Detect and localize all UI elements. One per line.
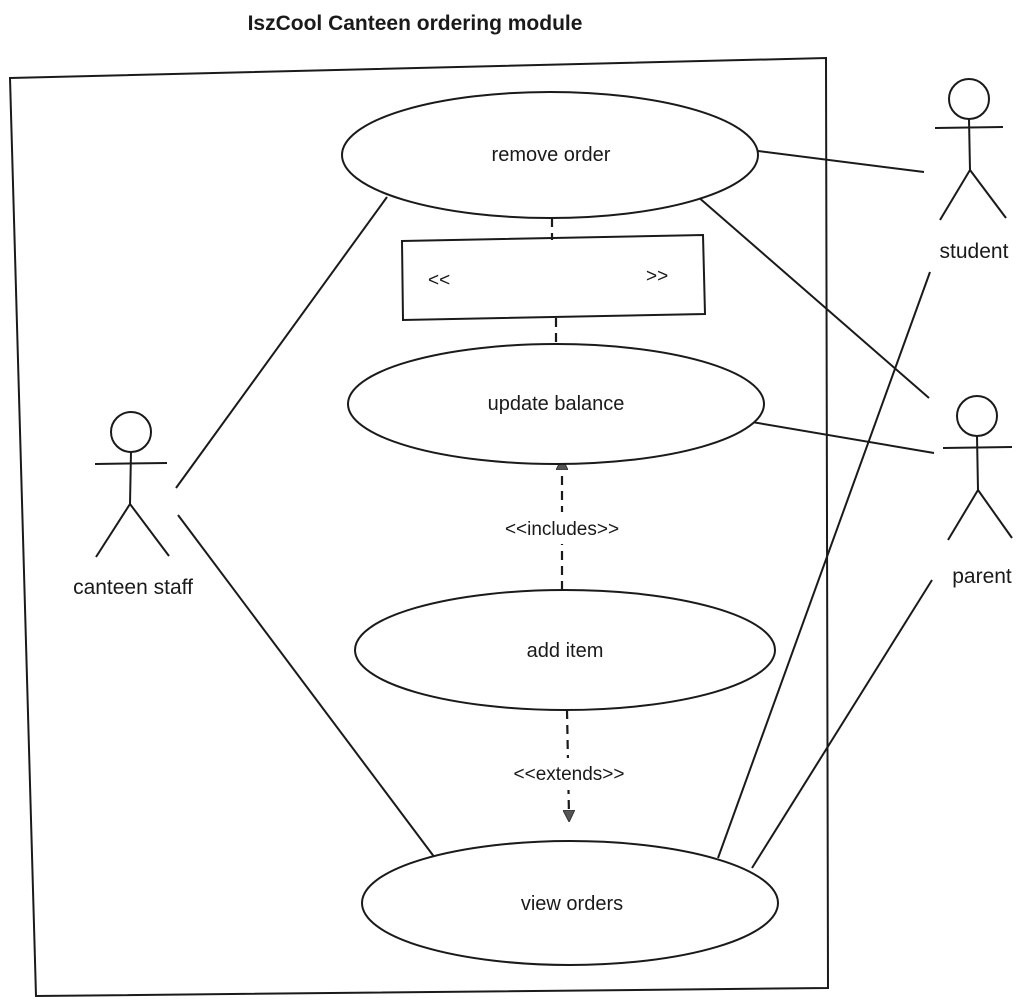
actor-arms-icon — [94, 462, 168, 465]
actor-leg-left-icon — [939, 169, 971, 221]
use-case-remove-order: remove order — [341, 91, 759, 219]
use-case-update-balance: update balance — [347, 343, 765, 465]
use-case-view-orders: view orders — [361, 840, 779, 966]
actor-parent: parent — [942, 395, 1013, 588]
actor-arms-icon — [934, 126, 1004, 129]
use-case-label: update balance — [488, 393, 625, 415]
actor-leg-right-icon — [129, 503, 170, 557]
association-student-remove-order — [757, 150, 925, 173]
extends-label-bg — [497, 758, 641, 790]
association-parent-update-balance — [751, 421, 935, 454]
use-case-label: add item — [527, 640, 604, 662]
use-case-label: view orders — [521, 893, 623, 915]
stereotype-close-label: >> — [646, 266, 668, 287]
actor-arms-icon — [942, 446, 1013, 449]
association-parent-view-orders — [751, 579, 933, 869]
actor-body-icon — [976, 435, 979, 491]
association-parent-remove-order — [696, 195, 930, 399]
actor-head-icon — [110, 411, 152, 453]
actor-leg-right-icon — [969, 169, 1007, 219]
actor-label: student — [940, 240, 1009, 263]
association-staff-view-orders — [177, 514, 439, 863]
diagram-title: IszCool Canteen ordering module — [248, 12, 583, 35]
actor-head-icon — [956, 395, 998, 437]
actor-head-icon — [948, 78, 990, 120]
use-case-label: remove order — [492, 144, 611, 166]
actor-student: student — [934, 78, 1009, 263]
association-staff-remove-order — [175, 196, 388, 489]
use-case-add-item: add item — [354, 589, 776, 711]
actor-label: canteen staff — [73, 576, 193, 599]
actor-canteen-staff: canteen staff — [73, 411, 193, 599]
actor-body-icon — [129, 451, 132, 505]
includes-label-bg — [490, 512, 634, 544]
association-student-view-orders — [717, 271, 931, 859]
blank-stereotype-box: << >> — [400, 233, 707, 322]
actor-leg-left-icon — [95, 503, 131, 558]
includes-label: <<includes>> — [505, 519, 619, 540]
actor-leg-right-icon — [977, 489, 1013, 539]
actor-leg-left-icon — [947, 489, 979, 541]
stereotype-open-label: << — [428, 270, 450, 291]
extends-label: <<extends>> — [514, 764, 625, 785]
actor-label: parent — [952, 565, 1012, 588]
system-boundary — [8, 56, 830, 998]
